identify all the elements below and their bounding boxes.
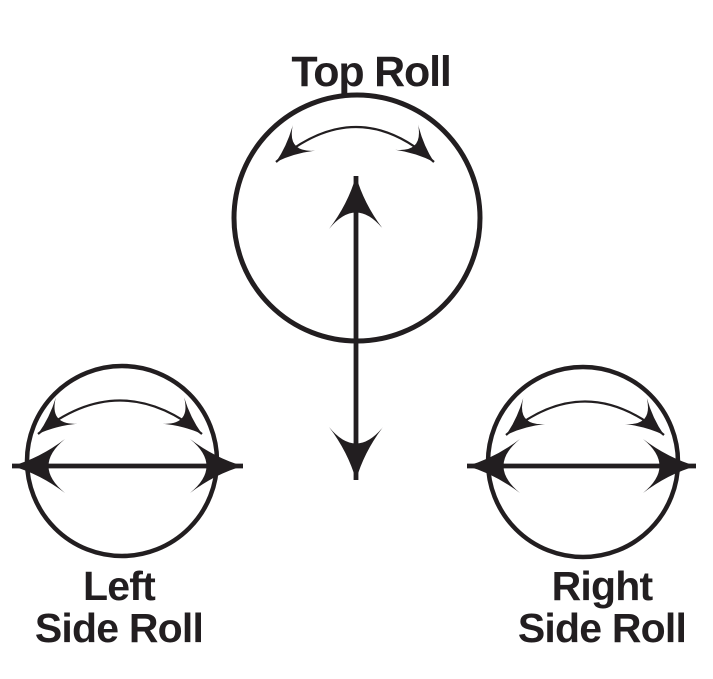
right-side-roll-group: Right Side Roll xyxy=(467,364,696,651)
left-side-roll-circle xyxy=(24,363,220,559)
right-side-roll-label-line2: Side Roll xyxy=(518,605,686,651)
top-roll-label: Top Roll xyxy=(291,48,450,96)
right-side-roll-label-line1: Right xyxy=(552,563,654,609)
right-side-roll-circle xyxy=(485,364,681,560)
right-side-roll-rocking-arrow xyxy=(505,398,665,436)
top-roll-group: Top Roll xyxy=(231,48,483,480)
top-roll-rocking-arrow xyxy=(275,124,435,163)
left-side-roll-rocking-arrow xyxy=(37,397,203,435)
left-side-roll-label-line1: Left xyxy=(83,563,156,609)
left-side-roll-group: Left Side Roll xyxy=(12,363,243,651)
left-side-roll-label-line2: Side Roll xyxy=(35,605,203,651)
